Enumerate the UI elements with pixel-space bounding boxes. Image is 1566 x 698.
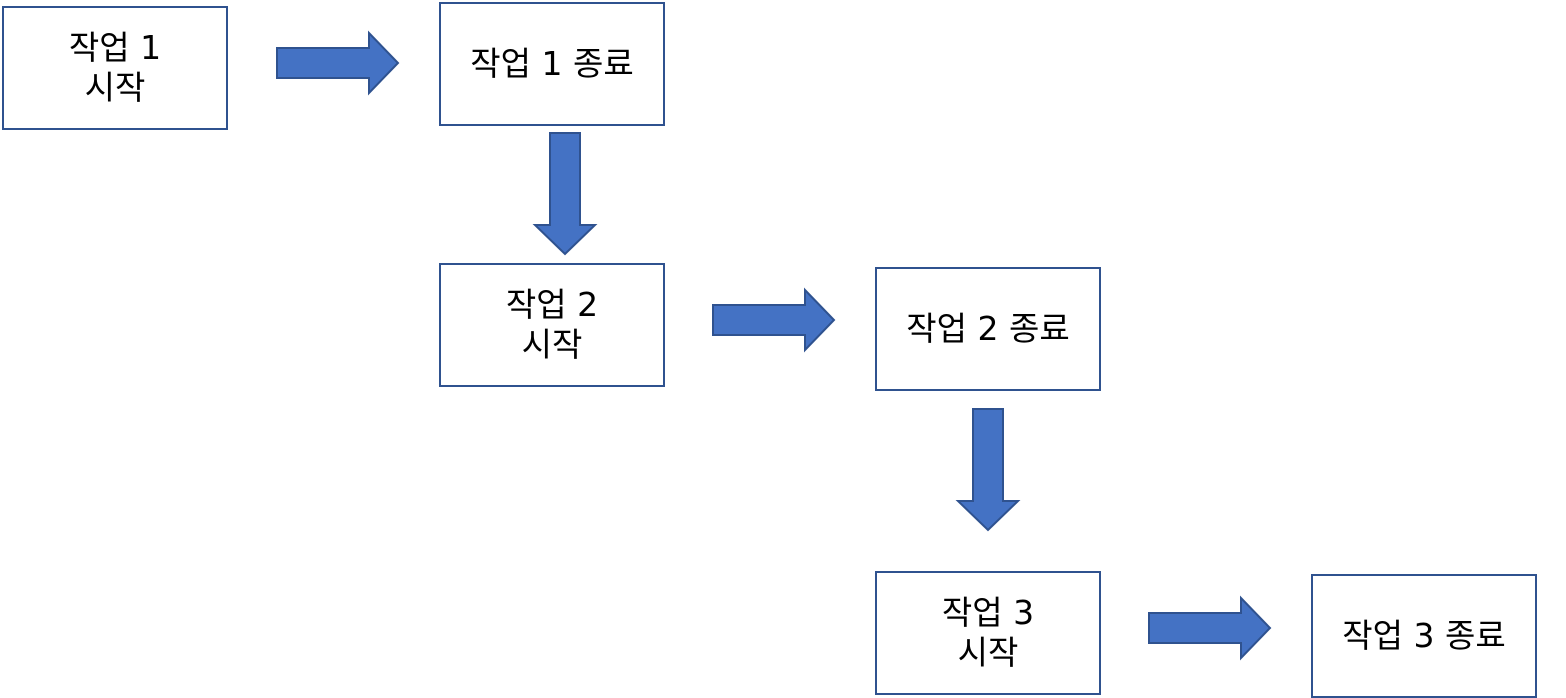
task-1-end-box: 작업 1 종료: [439, 2, 665, 126]
task-3-start-box: 작업 3 시작: [875, 571, 1101, 695]
down-arrow-icon: [955, 408, 1021, 532]
task-3-end-box: 작업 3 종료: [1311, 574, 1537, 698]
right-arrow-icon: [712, 287, 836, 353]
task-2-end-box: 작업 2 종료: [875, 267, 1101, 391]
right-arrow-icon: [276, 30, 400, 96]
task-1-start-box: 작업 1 시작: [2, 6, 228, 130]
down-arrow-icon: [532, 132, 598, 256]
right-arrow-icon: [1148, 595, 1272, 661]
task-2-start-box: 작업 2 시작: [439, 263, 665, 387]
